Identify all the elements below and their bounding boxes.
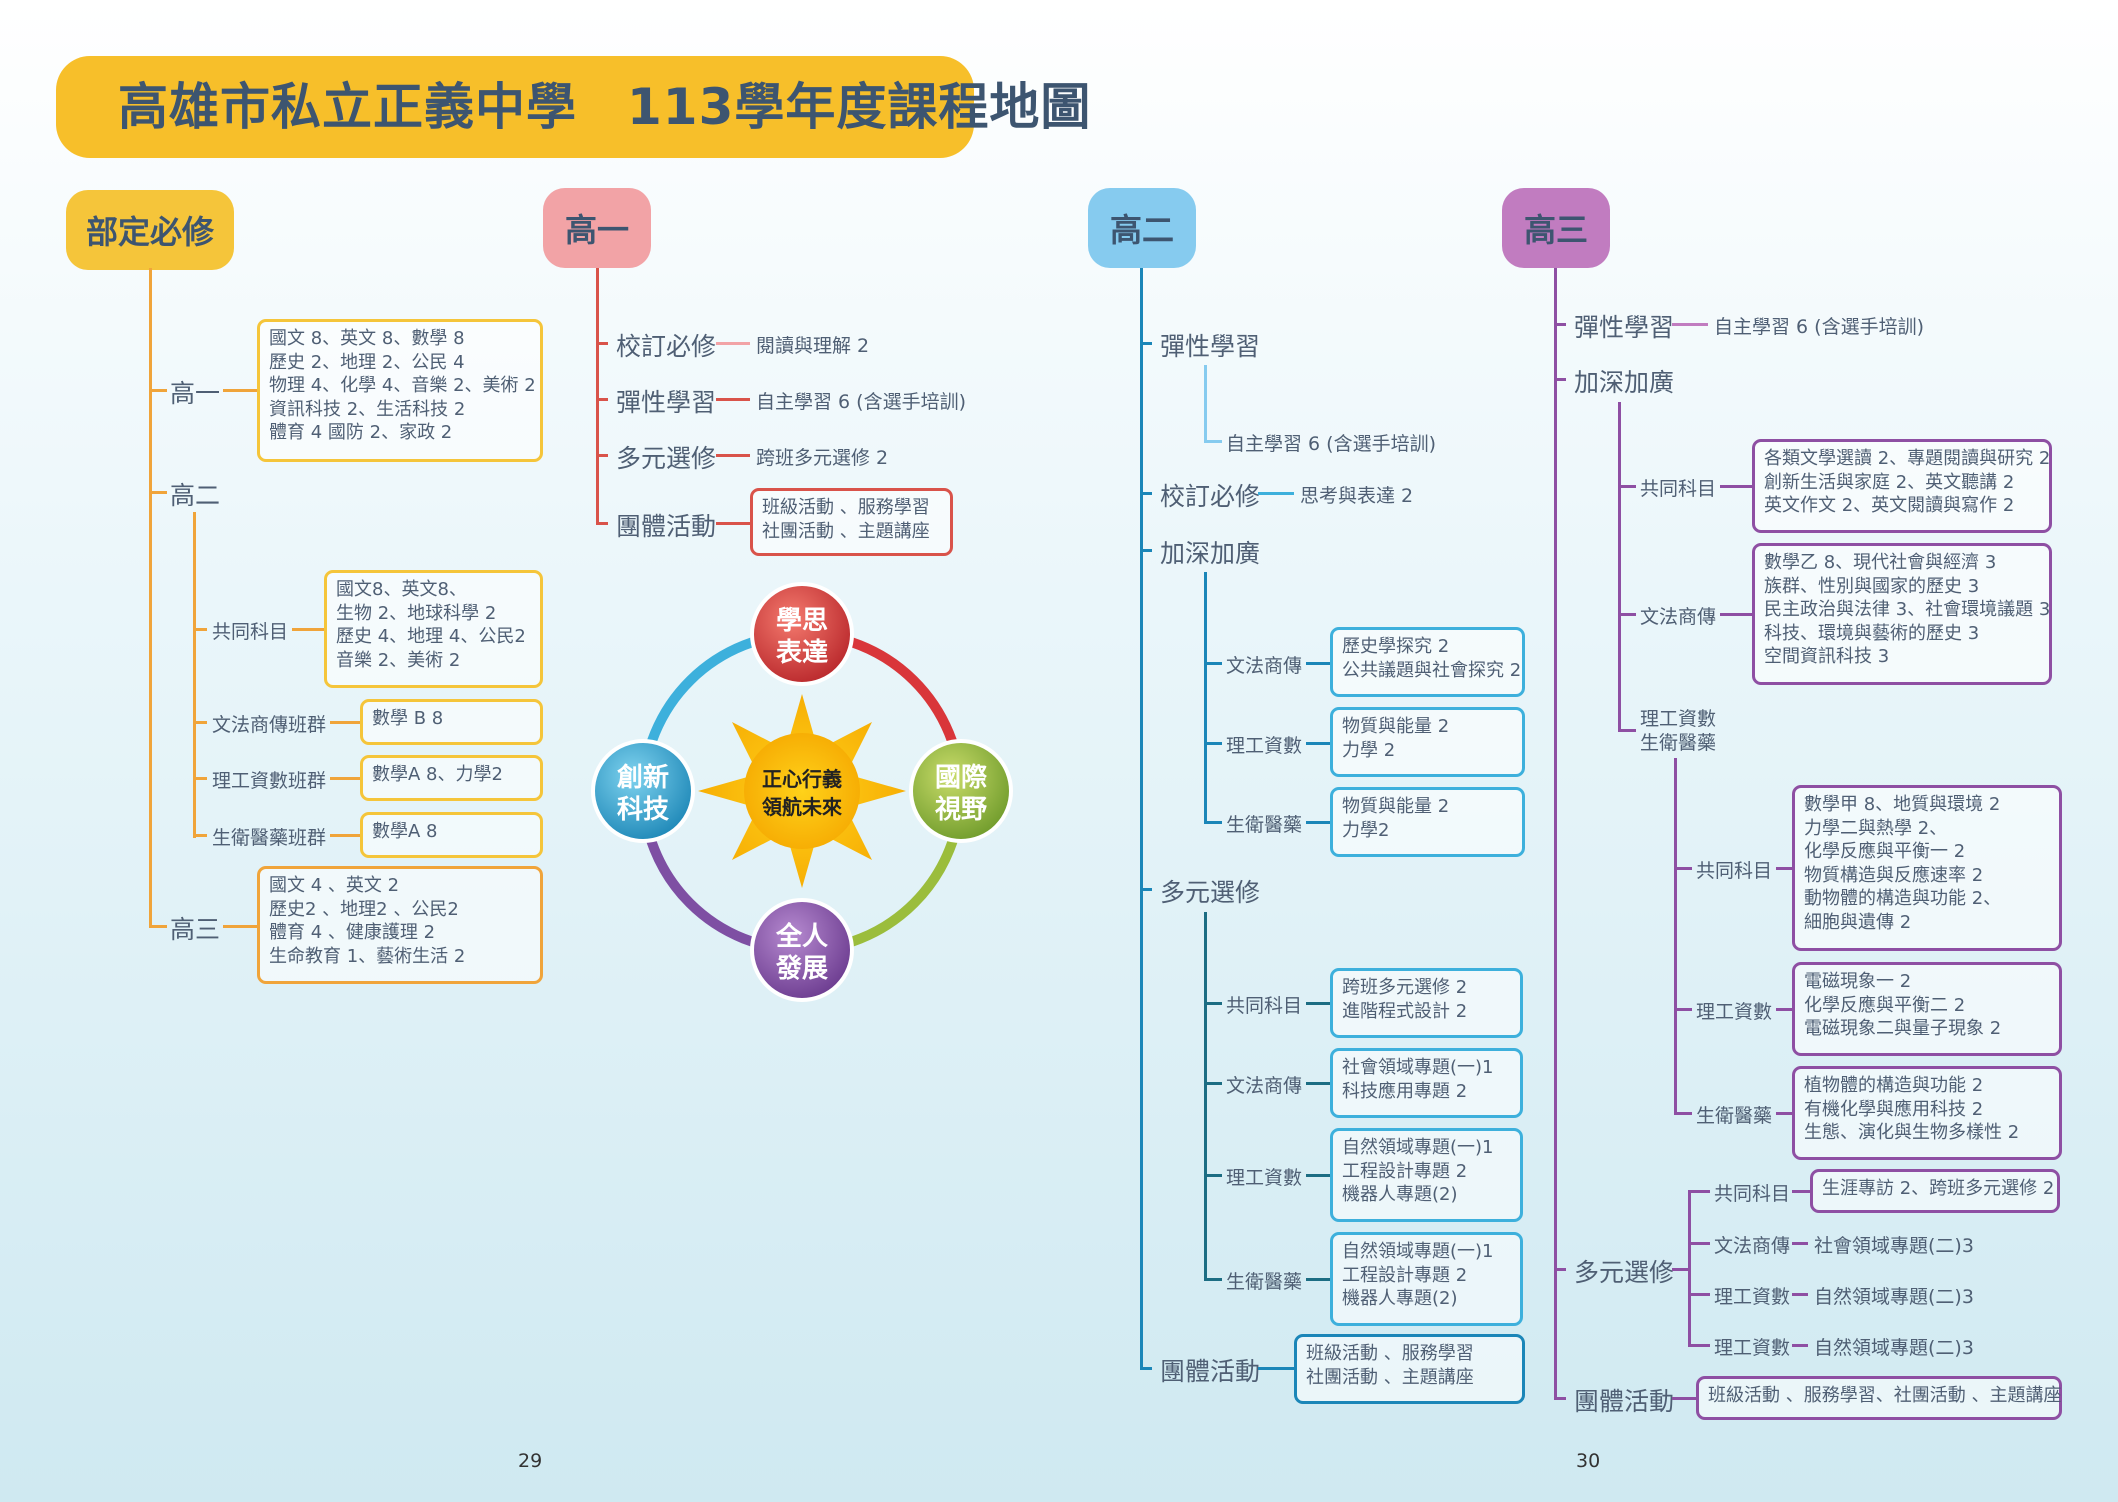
- g2-flex-label: 彈性學習: [1160, 332, 1261, 361]
- g3-scibio-common-box: 數學甲 8、地質與環境 2 力學二與熱學 2、 化學反應與平衡一 2 物質構造與…: [1792, 785, 2062, 951]
- center-core-1: 正心行義: [762, 767, 842, 791]
- g3-scibio-bio-label: 生衛醫藥: [1696, 1105, 1773, 1127]
- g3-deep-common-box: 各類文學選讀 2、專題閱讀與研究 2 創新生活與家庭 2、英文聽講 2 英文作文…: [1752, 439, 2052, 533]
- g1-group-label: 團體活動: [616, 512, 717, 541]
- g1-flex-label: 彈性學習: [616, 388, 717, 417]
- g2-deep-bio-label: 生衛醫藥: [1226, 814, 1303, 836]
- g3-deep-law-box: 數學乙 8、現代社會與經濟 3 族群、性別與國家的歷史 3 民主政治與法律 3、…: [1752, 543, 2052, 685]
- center-top-2: 表達: [776, 638, 828, 668]
- g2-group-box: 班級活動 、服務學習 社團活動 、主題講座: [1294, 1334, 1525, 1404]
- g3-deep-label: 加深加廣: [1574, 368, 1675, 397]
- g2-multi-label: 多元選修: [1160, 878, 1261, 907]
- g2-deep-sci-box: 物質與能量 2 力學 2: [1330, 707, 1525, 777]
- center-top-1: 學思: [776, 606, 828, 636]
- required-g2-law-label: 文法商傳班群: [212, 714, 327, 736]
- g3-multi-common-label: 共同科目: [1714, 1183, 1791, 1205]
- g1-school-label: 校訂必修: [616, 332, 717, 361]
- page-title: 高雄市私立正義中學 113學年度課程地圖: [56, 56, 1090, 158]
- required-g3-box: 國文 4 、英文 2 歷史2 、地理2 、公民2 體育 4 、健康護理 2 生命…: [257, 866, 543, 984]
- g3-group-label: 團體活動: [1574, 1387, 1675, 1416]
- g2-deep-bio-box: 物質與能量 2 力學2: [1330, 787, 1525, 857]
- required-g2-bio-box: 數學A 8: [360, 812, 543, 858]
- g3-flex-label: 彈性學習: [1574, 313, 1675, 342]
- g1-multi-label: 多元選修: [616, 444, 717, 473]
- g2-deep-label: 加深加廣: [1160, 539, 1261, 568]
- g2-multi-common-label: 共同科目: [1226, 995, 1303, 1017]
- title-school: 高雄市私立正義中學: [118, 78, 577, 136]
- page-number-right: 30: [1576, 1450, 1601, 1472]
- required-g2-label: 高二: [170, 481, 221, 510]
- required-g3-label: 高三: [170, 915, 221, 944]
- g2-multi-law-label: 文法商傳: [1226, 1075, 1303, 1097]
- required-g2-sci-label: 理工資數班群: [212, 770, 327, 792]
- center-emblem: 學思 表達 創新 科技 國際 視野 全人 發展 正心行義 領航未來: [591, 582, 1013, 1002]
- required-g2-sci-box: 數學A 8、力學2: [360, 755, 543, 801]
- center-core-2: 領航未來: [762, 795, 842, 819]
- g2-deep-law-label: 文法商傳: [1226, 655, 1303, 677]
- g2-multi-bio-box: 自然領域專題(一)1 工程設計專題 2 機器人專題(2): [1330, 1232, 1523, 1326]
- g2-group-label: 團體活動: [1160, 1357, 1261, 1386]
- g2-multi-sci-label: 理工資數: [1226, 1167, 1303, 1189]
- required-g2-common-box: 國文8、英文8、 生物 2、地球科學 2 歷史 4、地理 4、公民2 音樂 2、…: [324, 570, 543, 688]
- center-left-2: 科技: [617, 795, 669, 825]
- header-required: 部定必修: [66, 190, 234, 270]
- g1-group-box: 班級活動 、服務學習 社團活動 、主題講座: [750, 488, 953, 556]
- g1-school-value: 閱讀與理解 2: [756, 335, 870, 357]
- g3-deep-scibio-label1: 理工資數: [1640, 708, 1717, 730]
- required-g1-label: 高一: [170, 379, 221, 408]
- g3-multi-law-value: 社會領域專題(二)3: [1814, 1235, 1974, 1257]
- header-grade3: 高三: [1502, 188, 1610, 268]
- g3-multi-sci-label: 理工資數: [1714, 1286, 1791, 1308]
- title-year: 113學年度課程地圖: [627, 78, 1092, 136]
- g3-group-box: 班級活動 、服務學習、社團活動 、主題講座: [1696, 1376, 2062, 1420]
- g2-flex-value: 自主學習 6 (含選手培訓): [1226, 433, 1436, 455]
- g1-multi-value: 跨班多元選修 2: [756, 447, 889, 469]
- g3-deep-law-label: 文法商傳: [1640, 606, 1717, 628]
- g3-scibio-sci-box: 電磁現象一 2 化學反應與平衡二 2 電磁現象二與量子現象 2: [1792, 962, 2062, 1056]
- header-grade1: 高一: [543, 188, 651, 268]
- center-right-2: 視野: [935, 795, 987, 825]
- required-g2-law-box: 數學 B 8: [360, 699, 543, 745]
- g2-multi-bio-label: 生衛醫藥: [1226, 1271, 1303, 1293]
- center-right-1: 國際: [935, 763, 987, 793]
- g3-multi-law-label: 文法商傳: [1714, 1235, 1791, 1257]
- center-bottom-2: 發展: [775, 954, 828, 984]
- g2-multi-sci-box: 自然領域專題(一)1 工程設計專題 2 機器人專題(2): [1330, 1128, 1523, 1222]
- g3-multi-common-box: 生涯專訪 2、跨班多元選修 2: [1810, 1169, 2060, 1213]
- g2-school-label: 校訂必修: [1160, 482, 1261, 511]
- g2-school-value: 思考與表達 2: [1300, 485, 1414, 507]
- center-left-1: 創新: [617, 762, 669, 793]
- g3-multi-sci2-label: 理工資數: [1714, 1337, 1791, 1359]
- g3-flex-value: 自主學習 6 (含選手培訓): [1714, 316, 1924, 338]
- center-bottom-1: 全人: [775, 921, 828, 952]
- g3-deep-scibio-label2: 生衛醫藥: [1640, 732, 1717, 754]
- g3-multi-sci2-value: 自然領域專題(二)3: [1814, 1337, 1974, 1359]
- g2-multi-law-box: 社會領域專題(一)1 科技應用專題 2: [1330, 1048, 1523, 1118]
- g2-multi-common-box: 跨班多元選修 2 進階程式設計 2: [1330, 968, 1523, 1038]
- required-g1-box: 國文 8、英文 8、數學 8 歷史 2、地理 2、公民 4 物理 4、化學 4、…: [257, 319, 543, 462]
- header-grade2: 高二: [1088, 188, 1196, 268]
- required-g2-common-label: 共同科目: [212, 621, 289, 643]
- g3-multi-sci-value: 自然領域專題(二)3: [1814, 1286, 1974, 1308]
- g2-deep-law-box: 歷史學探究 2 公共議題與社會探究 2: [1330, 627, 1525, 697]
- g1-flex-value: 自主學習 6 (含選手培訓): [756, 391, 966, 413]
- g3-multi-label: 多元選修: [1574, 1258, 1675, 1287]
- page-number-left: 29: [518, 1450, 543, 1472]
- g3-scibio-bio-box: 植物體的構造與功能 2 有機化學與應用科技 2 生態、演化與生物多樣性 2: [1792, 1066, 2062, 1160]
- g3-scibio-sci-label: 理工資數: [1696, 1001, 1773, 1023]
- g2-deep-sci-label: 理工資數: [1226, 735, 1303, 757]
- g3-scibio-common-label: 共同科目: [1696, 860, 1773, 882]
- required-g2-bio-label: 生衛醫藥班群: [212, 827, 327, 849]
- g3-deep-common-label: 共同科目: [1640, 478, 1717, 500]
